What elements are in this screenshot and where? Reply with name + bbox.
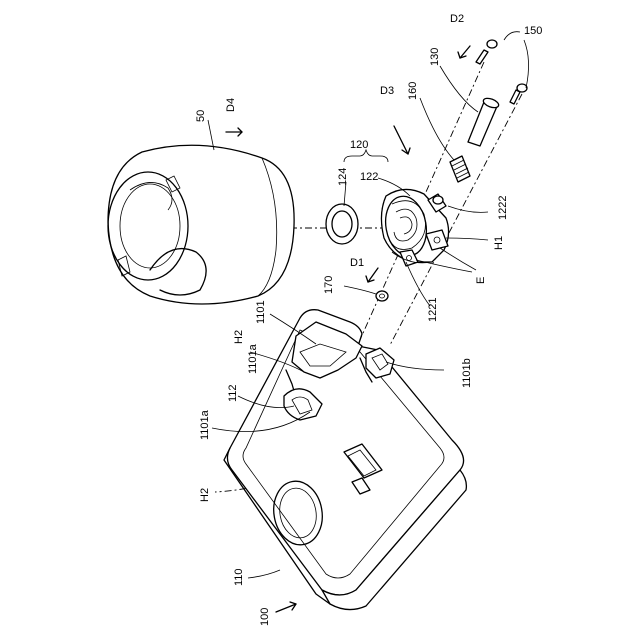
label-d4: D4 bbox=[225, 98, 237, 112]
label-d3: D3 bbox=[380, 85, 394, 97]
label-124: 124 bbox=[337, 168, 349, 186]
screw-bottom-head bbox=[517, 84, 527, 92]
leader-170 bbox=[344, 286, 376, 294]
leader-1222 bbox=[448, 206, 488, 212]
lid-122 bbox=[381, 189, 448, 266]
label-1101a-left: 1101a bbox=[199, 409, 211, 440]
label-170: 170 bbox=[323, 276, 335, 294]
screw-bottom bbox=[510, 84, 527, 104]
label-122: 122 bbox=[360, 171, 378, 183]
label-1222: 1222 bbox=[497, 196, 509, 220]
screw-top bbox=[476, 40, 497, 64]
leader-130 bbox=[440, 66, 478, 112]
lid-nozzle-tip bbox=[433, 196, 443, 204]
label-50: 50 bbox=[195, 110, 207, 122]
label-1101b: 1101b bbox=[461, 358, 473, 388]
leader-110 bbox=[248, 570, 280, 578]
label-1101: 1101 bbox=[255, 300, 267, 324]
brace-120 bbox=[344, 150, 388, 162]
label-e: E bbox=[475, 277, 487, 284]
leader-e-b bbox=[416, 260, 472, 272]
rod-body bbox=[468, 102, 498, 146]
label-110: 110 bbox=[233, 568, 245, 586]
label-112: 112 bbox=[227, 384, 239, 402]
label-1221: 1221 bbox=[427, 298, 439, 322]
spring-body bbox=[450, 156, 470, 182]
label-100: 100 bbox=[259, 608, 271, 626]
washer-170 bbox=[376, 291, 388, 301]
screw-top-head bbox=[487, 40, 497, 48]
leader-150-bot bbox=[524, 40, 529, 88]
seal-ring-124 bbox=[326, 204, 358, 244]
label-h2-top: H2 bbox=[233, 330, 245, 344]
label-160: 160 bbox=[407, 82, 419, 100]
screw-bottom-shaft bbox=[510, 90, 520, 104]
leader-1101b bbox=[386, 362, 444, 370]
leader-150-top bbox=[504, 32, 520, 40]
label-120: 120 bbox=[350, 139, 368, 151]
label-130: 130 bbox=[429, 48, 441, 66]
screw-top-shaft bbox=[476, 50, 488, 64]
label-150: 150 bbox=[524, 25, 542, 37]
cap-50 bbox=[108, 145, 294, 304]
washer-outer bbox=[376, 291, 388, 301]
rod-130 bbox=[468, 97, 500, 146]
label-d1: D1 bbox=[350, 257, 364, 269]
arrow-d3 bbox=[394, 126, 408, 154]
label-d2: D2 bbox=[450, 13, 464, 25]
spring-160 bbox=[450, 156, 470, 182]
leader-h1 bbox=[446, 238, 488, 240]
leader-160 bbox=[420, 98, 454, 160]
seal-ring-outer bbox=[326, 204, 358, 244]
label-h1: H1 bbox=[493, 236, 505, 250]
label-1101a-top: 1101a bbox=[247, 343, 259, 374]
label-h2-left: H2 bbox=[199, 488, 211, 502]
